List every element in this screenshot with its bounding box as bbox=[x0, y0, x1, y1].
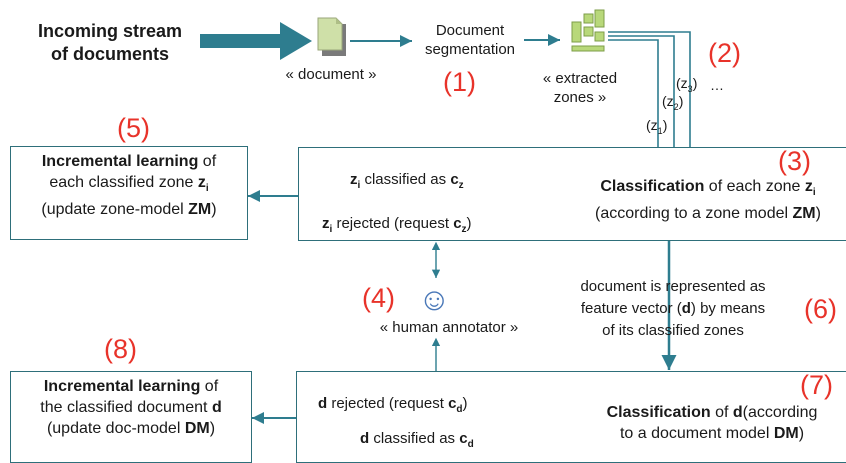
doc-classification-box bbox=[296, 371, 846, 463]
step-4-number: (4) bbox=[362, 283, 395, 313]
step-7-number: (7) bbox=[800, 370, 833, 400]
doc-classification-text2: (according bbox=[742, 404, 818, 421]
incr-zone-text1: of bbox=[198, 153, 217, 170]
incr-zone-line2: each classified zone bbox=[49, 174, 198, 191]
zone-rejected-i: i bbox=[329, 224, 333, 235]
doc-rejected-text: rejected (request bbox=[327, 395, 449, 412]
zone-classified-sub: z bbox=[458, 180, 464, 191]
zone-rejected-item: zi rejected (request cz) bbox=[322, 214, 472, 240]
zone-classification-line2: (according to a zone model bbox=[595, 205, 793, 223]
zones-icon bbox=[571, 9, 605, 52]
incr-zone-close: ) bbox=[211, 201, 217, 219]
zone-classification-bold: Classification bbox=[600, 178, 705, 195]
doc-classified-sub: d bbox=[467, 439, 474, 450]
zone-classification-text: Classification of each zone zi (accordin… bbox=[572, 176, 844, 224]
step-5-number: (5) bbox=[117, 113, 150, 143]
incr-zone-i: i bbox=[205, 183, 209, 195]
doc-rejected-item: d rejected (request cd) bbox=[318, 394, 468, 420]
incr-zone-model: ZM bbox=[188, 201, 212, 219]
zone-classification-text1: of each zone bbox=[704, 178, 805, 195]
feature-line1: document is represented as bbox=[580, 278, 766, 295]
zone-rejected-sub: z bbox=[461, 224, 467, 235]
arrow-z1 bbox=[608, 39, 663, 157]
doc-rejected-sub: d bbox=[456, 404, 463, 415]
zone-classified-item: zi classified as cz bbox=[350, 170, 464, 196]
arrow-z3 bbox=[608, 31, 695, 157]
incr-doc-model: DM bbox=[184, 420, 210, 437]
zone-classification-box bbox=[298, 147, 846, 241]
incr-doc-text1: of bbox=[200, 378, 219, 395]
feature-d: d bbox=[681, 300, 691, 317]
doc-classification-close: ) bbox=[798, 425, 805, 442]
incremental-learning-zone-box: Incremental learning of each classified … bbox=[10, 146, 248, 240]
zone-rejected-close: ) bbox=[466, 215, 472, 232]
feature-line3: of its classified zones bbox=[602, 322, 744, 339]
incremental-learning-doc-box: Incremental learning of the classified d… bbox=[10, 371, 252, 463]
incr-zone-line3: (update zone-model bbox=[41, 201, 189, 219]
feature-vector-text: document is represented as feature vecto… bbox=[548, 276, 798, 342]
zone-z1-label: (z1) bbox=[646, 117, 668, 136]
zone-classification-model: ZM bbox=[792, 205, 816, 223]
incr-doc-close: ) bbox=[209, 420, 216, 437]
doc-classified-item: d classified as cd bbox=[360, 429, 474, 455]
feature-line2a: feature vector ( bbox=[580, 300, 682, 317]
doc-classified-c: c bbox=[459, 430, 468, 447]
zones-ellipsis: … bbox=[710, 77, 724, 93]
step-6-number: (6) bbox=[804, 294, 837, 324]
human-annotator-label: « human annotator » bbox=[379, 319, 519, 336]
doc-rejected-close: ) bbox=[462, 395, 468, 412]
step-1-number: (1) bbox=[443, 67, 476, 97]
zone-classification-i: i bbox=[812, 187, 816, 199]
doc-rejected-d: d bbox=[318, 395, 328, 412]
incr-doc-line3: (update doc-model bbox=[46, 420, 185, 437]
extracted-zones-label: « extracted zones » bbox=[542, 70, 618, 106]
zone-classified-i: i bbox=[357, 180, 361, 191]
zone-classified-c: c bbox=[450, 171, 459, 188]
document-icon bbox=[317, 17, 346, 56]
arrow-z2 bbox=[608, 35, 679, 157]
zone-classification-z: z bbox=[804, 178, 813, 195]
step-3-number: (3) bbox=[778, 146, 811, 176]
doc-classification-text: Classification of d(according to a docum… bbox=[580, 402, 844, 444]
doc-classified-d: d bbox=[360, 430, 370, 447]
step-2-number: (2) bbox=[708, 38, 741, 68]
document-label: « document » bbox=[285, 66, 377, 83]
incr-zone-bold: Incremental learning bbox=[41, 153, 199, 170]
zone-z2-label: (z2) bbox=[662, 93, 684, 112]
incr-doc-d: d bbox=[211, 399, 222, 416]
zone-rejected-c: c bbox=[453, 215, 462, 232]
doc-classification-line2: to a document model bbox=[619, 425, 774, 442]
step-8-number: (8) bbox=[104, 334, 137, 364]
zone-z3-label: (z3) bbox=[676, 75, 698, 94]
incr-doc-bold: Incremental learning bbox=[43, 378, 201, 395]
doc-rejected-c: c bbox=[448, 395, 457, 412]
segmentation-label: Document segmentation bbox=[424, 22, 516, 58]
doc-classification-bold: Classification bbox=[606, 404, 711, 421]
incr-doc-line2: the classified document bbox=[40, 399, 212, 416]
zone-classified-z: z bbox=[350, 171, 358, 188]
stream-arrow bbox=[200, 22, 312, 60]
doc-classification-model: DM bbox=[773, 425, 799, 442]
human-annotator-icon: ☺ bbox=[418, 281, 451, 317]
zone-rejected-z: z bbox=[322, 215, 330, 232]
zone-classification-close: ) bbox=[815, 205, 821, 223]
feature-line2b: ) by means bbox=[690, 300, 766, 317]
doc-classification-d: d bbox=[732, 404, 743, 421]
zone-rejected-text: rejected (request bbox=[332, 215, 454, 232]
doc-classified-text: classified as bbox=[369, 430, 460, 447]
incr-zone-z: z bbox=[197, 174, 206, 191]
incoming-stream-label: Incoming stream of documents bbox=[37, 21, 183, 64]
zone-classified-text: classified as bbox=[360, 171, 451, 188]
doc-classification-text1: of bbox=[710, 404, 733, 421]
